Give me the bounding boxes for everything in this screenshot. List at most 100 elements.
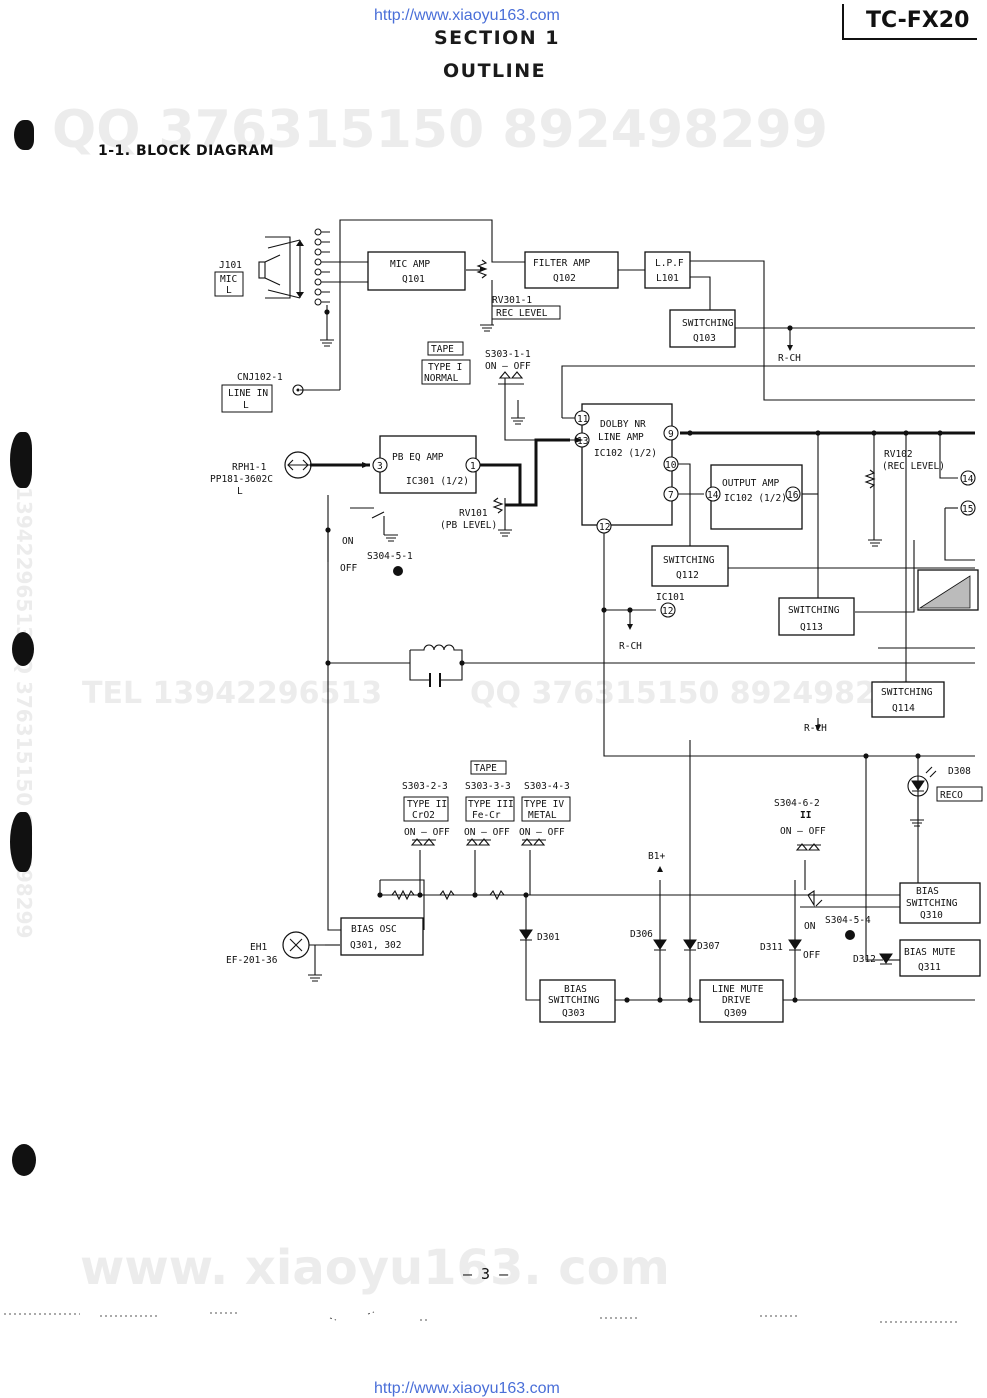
svg-text:S303-2-3: S303-2-3 (402, 781, 448, 792)
svg-text:SWITCHING: SWITCHING (881, 687, 933, 698)
bias-mute-q311-block: BIAS MUTE Q311 (899, 939, 981, 977)
capacitor (429, 673, 441, 687)
svg-text:MIC: MIC (220, 274, 237, 285)
svg-text:TYPE II: TYPE II (407, 799, 447, 810)
svg-text:Q113: Q113 (800, 622, 823, 633)
section-heading: SECTION 1 (434, 27, 561, 49)
svg-text:TAPE: TAPE (431, 344, 454, 355)
svg-text:D311: D311 (760, 942, 783, 953)
playback-signal-path (310, 431, 975, 507)
rv102-pot (864, 469, 876, 489)
svg-text:EF-201-36: EF-201-36 (226, 955, 278, 966)
switches (350, 371, 823, 907)
svg-text:RV101: RV101 (459, 508, 488, 519)
svg-text:ON — OFF: ON — OFF (464, 827, 510, 838)
svg-text:R-CH: R-CH (804, 723, 827, 734)
svg-text:Q309: Q309 (724, 1008, 747, 1019)
svg-text:RV301-1: RV301-1 (492, 295, 532, 306)
top-url[interactable]: http://www.xiaoyu163.com (374, 7, 560, 24)
pb-head-symbol (284, 451, 312, 479)
svg-text:ON — OFF: ON — OFF (485, 361, 531, 372)
svg-text:(PB LEVEL): (PB LEVEL) (440, 520, 497, 531)
svg-text:TYPE III: TYPE III (468, 799, 514, 810)
svg-text:Q311: Q311 (918, 962, 941, 973)
svg-text:(REC LEVEL): (REC LEVEL) (882, 461, 945, 472)
resistor (439, 889, 455, 901)
svg-text:IC101: IC101 (656, 592, 685, 603)
svg-text:TYPE I: TYPE I (428, 362, 462, 373)
svg-text:TYPE IV: TYPE IV (524, 799, 564, 810)
bias-osc-block: BIAS OSC Q301, 302 (340, 917, 424, 956)
s304-5-1-dot (393, 566, 403, 576)
inductor (410, 644, 463, 663)
rv301-wiper (480, 266, 486, 272)
svg-text:FILTER AMP: FILTER AMP (533, 258, 590, 269)
svg-text:BIAS OSC: BIAS OSC (351, 924, 397, 935)
svg-text:R-CH: R-CH (778, 353, 801, 364)
svg-text:10: 10 (665, 460, 677, 471)
svg-text:D307: D307 (697, 941, 720, 952)
watermark-qq-top: QQ 376315150 892498299 (52, 100, 828, 160)
svg-text:SWITCHING: SWITCHING (906, 898, 958, 909)
svg-text:OFF: OFF (340, 563, 357, 574)
diagram-labels: J101 MIC L RV301-1 REC LEVEL R-CH TAPE T… (210, 260, 983, 966)
svg-text:SWITCHING: SWITCHING (548, 995, 600, 1006)
scan-noise (0, 1310, 987, 1340)
filter-amp-block: FILTER AMP Q102 (524, 251, 619, 289)
svg-text:RECO: RECO (940, 790, 963, 801)
meter-hatch (918, 575, 971, 609)
svg-text:BIAS: BIAS (564, 984, 587, 995)
svg-text:L: L (237, 486, 243, 497)
svg-text:SWITCHING: SWITCHING (788, 605, 840, 616)
svg-text:OFF: OFF (803, 950, 820, 961)
switching-q114-block: SWITCHING Q114 (871, 681, 945, 718)
svg-text:D308: D308 (948, 766, 971, 777)
svg-text:Q310: Q310 (920, 910, 943, 921)
watermark-site: www. xiaoyu163. com (80, 1240, 670, 1296)
svg-text:Fe-Cr: Fe-Cr (472, 810, 501, 821)
svg-text:IC102 (1/2): IC102 (1/2) (724, 493, 787, 504)
svg-text:12: 12 (599, 522, 610, 533)
svg-text:L.P.F: L.P.F (655, 258, 684, 269)
arrows (362, 345, 821, 872)
svg-text:METAL: METAL (528, 810, 557, 821)
svg-text:REC LEVEL: REC LEVEL (496, 308, 548, 319)
svg-text:MIC AMP: MIC AMP (390, 259, 430, 270)
rv101-pot (492, 497, 504, 514)
svg-text:D301: D301 (537, 932, 560, 943)
mic-jack-symbol (258, 228, 322, 306)
svg-text:LINE IN: LINE IN (228, 388, 268, 399)
svg-text:EH1: EH1 (250, 942, 267, 953)
svg-text:II: II (800, 810, 811, 821)
junction-dots (324, 309, 943, 1003)
line-in-jack-symbol (292, 384, 304, 396)
pin-numbers: 11 13 12 9 10 7 14 16 3 1 12 14 15 (377, 414, 974, 617)
svg-text:ON: ON (804, 921, 816, 932)
svg-text:CrO2: CrO2 (412, 810, 435, 821)
binder-mark (14, 120, 34, 150)
svg-text:D312: D312 (853, 954, 876, 965)
svg-text:13: 13 (577, 436, 588, 447)
svg-text:14: 14 (962, 474, 974, 485)
svg-text:SWITCHING: SWITCHING (682, 318, 734, 329)
svg-text:Q102: Q102 (553, 273, 576, 284)
svg-text:TAPE: TAPE (474, 763, 497, 774)
watermark-tel: TEL 13942296513 (82, 676, 383, 711)
svg-text:J101: J101 (219, 260, 242, 271)
dolby-nr-line-amp-block: DOLBY NR LINE AMP IC102 (1/2) (581, 403, 673, 526)
svg-text:LINE AMP: LINE AMP (598, 432, 644, 443)
signal-wiring (300, 219, 975, 1001)
svg-text:PP181-3602C: PP181-3602C (210, 474, 273, 485)
svg-text:Q112: Q112 (676, 570, 699, 581)
svg-text:16: 16 (787, 490, 799, 501)
resistor (489, 889, 505, 901)
svg-text:RPH1-1: RPH1-1 (232, 462, 267, 473)
svg-text:S304-5-4: S304-5-4 (825, 915, 871, 926)
page-number: — 3 — (463, 1265, 509, 1283)
ic-pins (372, 410, 976, 618)
svg-text:ON: ON (342, 536, 354, 547)
bias-switching-q303-block: BIAS SWITCHING Q303 (539, 979, 616, 1023)
svg-text:Q101: Q101 (402, 274, 425, 285)
bottom-url[interactable]: http://www.xiaoyu163.com (374, 1380, 560, 1397)
